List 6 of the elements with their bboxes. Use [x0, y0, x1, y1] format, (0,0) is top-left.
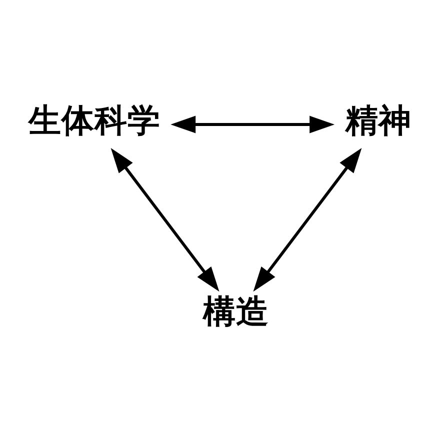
node-text: 構造 — [203, 292, 270, 331]
arrow — [110, 148, 220, 292]
node-text: 精神 — [345, 102, 412, 140]
node-text: 生体科学 — [28, 102, 160, 140]
arrow — [170, 116, 335, 134]
arrow — [253, 148, 362, 292]
